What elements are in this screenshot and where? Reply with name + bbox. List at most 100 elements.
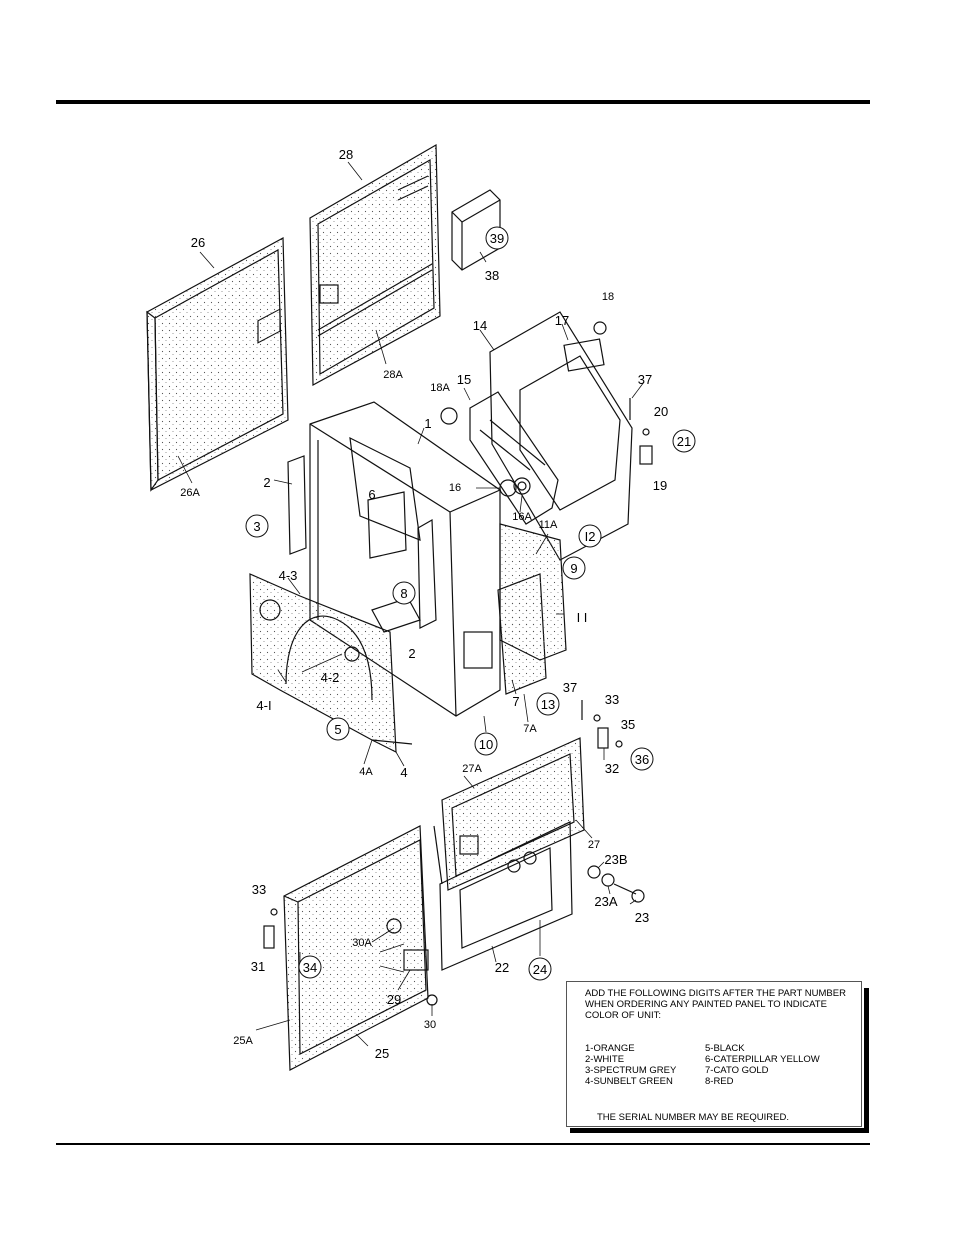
label-32: 32 [605, 761, 619, 776]
label-39: 39 [490, 231, 504, 246]
label-38: 38 [485, 268, 499, 283]
label-1: 1 [424, 416, 431, 431]
part-labels: 26 26A 28 28A 39 38 18 17 14 37 18A 15 2… [180, 147, 691, 1061]
label-5: 5 [334, 722, 341, 737]
color-item: 3-SPECTRUM GREY [585, 1065, 677, 1076]
frame-22 [433, 821, 573, 971]
label-7a: 7A [523, 723, 537, 735]
washer-33-top [593, 714, 601, 722]
label-21: 21 [677, 434, 691, 449]
note-shadow-right [864, 988, 869, 1133]
door-panel-26 [146, 237, 289, 492]
bottom-rule [56, 1143, 870, 1145]
nut-35 [615, 740, 623, 748]
label-11: I I [577, 610, 588, 625]
label-24: 24 [533, 962, 547, 977]
bracket-8 [371, 597, 421, 633]
label-8: 8 [400, 586, 407, 601]
door-panel-25 [283, 825, 438, 1071]
label-16a: 16A [512, 511, 532, 523]
label-25a: 25A [233, 1035, 253, 1047]
hinge-31 [263, 925, 275, 949]
label-9: 9 [570, 561, 577, 576]
label-4: 4 [400, 765, 407, 780]
label-35: 35 [621, 717, 635, 732]
color-item: 5-BLACK [705, 1043, 745, 1054]
label-25: 25 [375, 1046, 389, 1061]
label-28a: 28A [383, 369, 403, 381]
color-list: 1-ORANGE 5-BLACK 2-WHITE 6-CATERPILLAR Y… [585, 1043, 847, 1087]
label-23b: 23B [604, 852, 627, 867]
label-31: 31 [251, 959, 265, 974]
label-17: 17 [555, 313, 569, 328]
label-14: 14 [473, 318, 487, 333]
label-18a: 18A [430, 382, 450, 394]
bracket-2-right [417, 518, 437, 629]
color-item: 4-SUNBELT GREEN [585, 1076, 673, 1087]
note-intro: ADD THE FOLLOWING DIGITS AFTER THE PART … [585, 988, 846, 1021]
label-33-bottom: 33 [252, 882, 266, 897]
color-item: 8-RED [705, 1076, 734, 1087]
shroud-4 [249, 573, 413, 753]
bracket-2-left [287, 455, 307, 555]
callout-circles [245, 226, 696, 981]
label-19: 19 [653, 478, 667, 493]
label-33-top: 33 [605, 692, 619, 707]
label-27a: 27A [462, 763, 482, 775]
label-27: 27 [588, 839, 600, 851]
label-26: 26 [191, 235, 205, 250]
bracket-19 [639, 445, 653, 465]
nut-18a [440, 407, 458, 425]
grommet-20 [642, 428, 650, 436]
washer-23b [587, 865, 601, 879]
label-15: 15 [457, 372, 471, 387]
label-20: 20 [654, 404, 668, 419]
side-panel-14 [489, 311, 633, 561]
label-23: 23 [635, 910, 649, 925]
label-18: 18 [602, 291, 614, 303]
color-code-note: ADD THE FOLLOWING DIGITS AFTER THE PART … [566, 981, 862, 1127]
label-7: 7 [512, 694, 519, 709]
washer-16a [513, 477, 531, 495]
washer-33-bottom [270, 908, 278, 916]
label-13: 13 [541, 697, 555, 712]
label-37-mid: 37 [563, 680, 577, 695]
top-rule [56, 100, 870, 104]
washer-23a [601, 873, 615, 887]
color-item: 1-ORANGE [585, 1043, 635, 1054]
label-4-2: 4-2 [321, 670, 340, 685]
label-16: 16 [449, 482, 461, 494]
label-37-top: 37 [638, 372, 652, 387]
leader-lines [177, 161, 645, 1047]
control-panel-27 [441, 737, 585, 891]
label-30: 30 [424, 1019, 436, 1031]
label-6: 6 [368, 487, 375, 502]
label-4a: 4A [359, 766, 373, 778]
label-28: 28 [339, 147, 353, 162]
label-29: 29 [387, 992, 401, 1007]
panel-11-12 [499, 523, 567, 661]
label-2-right: 2 [408, 646, 415, 661]
label-11a: 11A [539, 519, 558, 531]
window-15 [469, 391, 559, 525]
door-panel-28 [309, 143, 441, 386]
label-30a: 30A [352, 937, 372, 949]
note-shadow-bottom [570, 1128, 869, 1133]
color-item: 6-CATERPILLAR YELLOW [705, 1054, 820, 1065]
bolt-23 [613, 883, 645, 903]
label-2-left: 2 [263, 475, 270, 490]
label-12: I2 [585, 529, 596, 544]
color-item: 7-CATO GOLD [705, 1065, 769, 1076]
label-36: 36 [635, 752, 649, 767]
label-22: 22 [495, 960, 509, 975]
label-10: 10 [479, 737, 493, 752]
label-3: 3 [253, 519, 260, 534]
label-4-3: 4-3 [279, 568, 298, 583]
bracket-32 [597, 727, 609, 749]
label-26a: 26A [180, 487, 200, 499]
label-34: 34 [303, 960, 317, 975]
label-4-1: 4-I [256, 698, 271, 713]
label-23a: 23A [594, 894, 617, 909]
color-item: 2-WHITE [585, 1054, 625, 1065]
